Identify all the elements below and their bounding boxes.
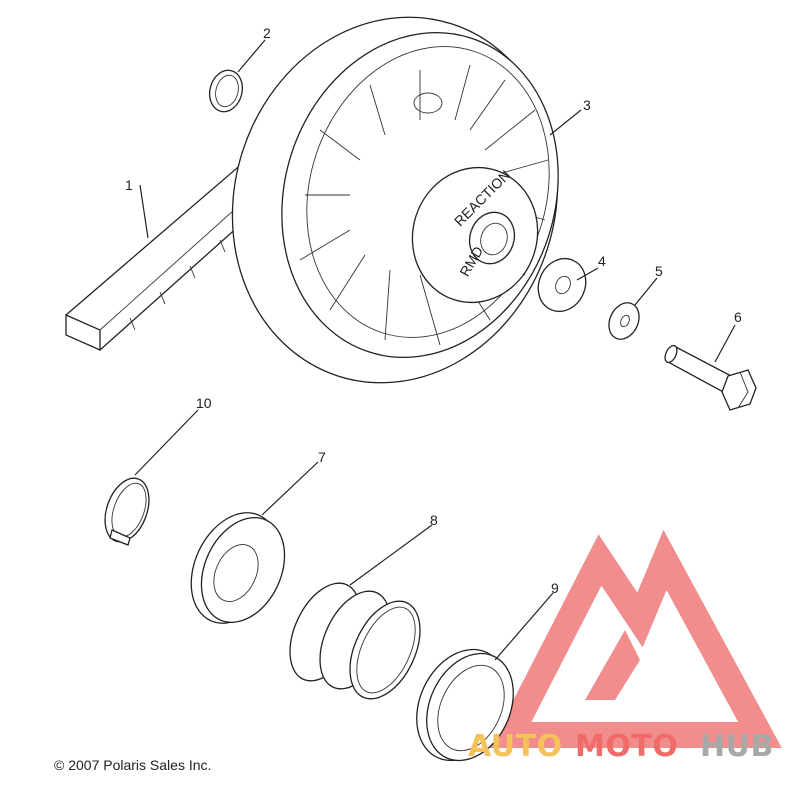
callout-3: 3 xyxy=(583,97,591,113)
watermark-moto: MOTO xyxy=(575,729,678,764)
callout-labels: 1 2 3 4 5 6 7 8 9 10 xyxy=(125,25,742,596)
watermark-logo xyxy=(488,529,782,748)
snap-ring-10 xyxy=(104,477,150,546)
spring-cup-7 xyxy=(190,512,286,624)
watermark-text: AUTO MOTO HUB xyxy=(468,729,774,764)
callout-1: 1 xyxy=(125,177,133,193)
ring-2 xyxy=(208,69,244,113)
washer-5 xyxy=(608,302,640,340)
callout-7: 7 xyxy=(318,449,326,465)
watermark-hub: HUB xyxy=(700,729,774,764)
driven-clutch: REACTION RMD xyxy=(231,16,559,384)
callout-5: 5 xyxy=(655,263,663,279)
drive-belt xyxy=(65,148,269,351)
callout-8: 8 xyxy=(430,512,438,528)
callout-10: 10 xyxy=(196,395,212,411)
copyright-notice: © 2007 Polaris Sales Inc. xyxy=(54,757,212,773)
callout-4: 4 xyxy=(598,253,606,269)
washer-4 xyxy=(537,258,587,312)
callout-9: 9 xyxy=(551,580,559,596)
leader-lines xyxy=(134,39,736,661)
cap-9 xyxy=(416,648,514,762)
callout-6: 6 xyxy=(734,309,742,325)
callout-2: 2 xyxy=(263,25,271,41)
watermark-auto: AUTO xyxy=(468,729,563,764)
spring-8 xyxy=(289,582,421,700)
bolt-6 xyxy=(664,344,757,411)
